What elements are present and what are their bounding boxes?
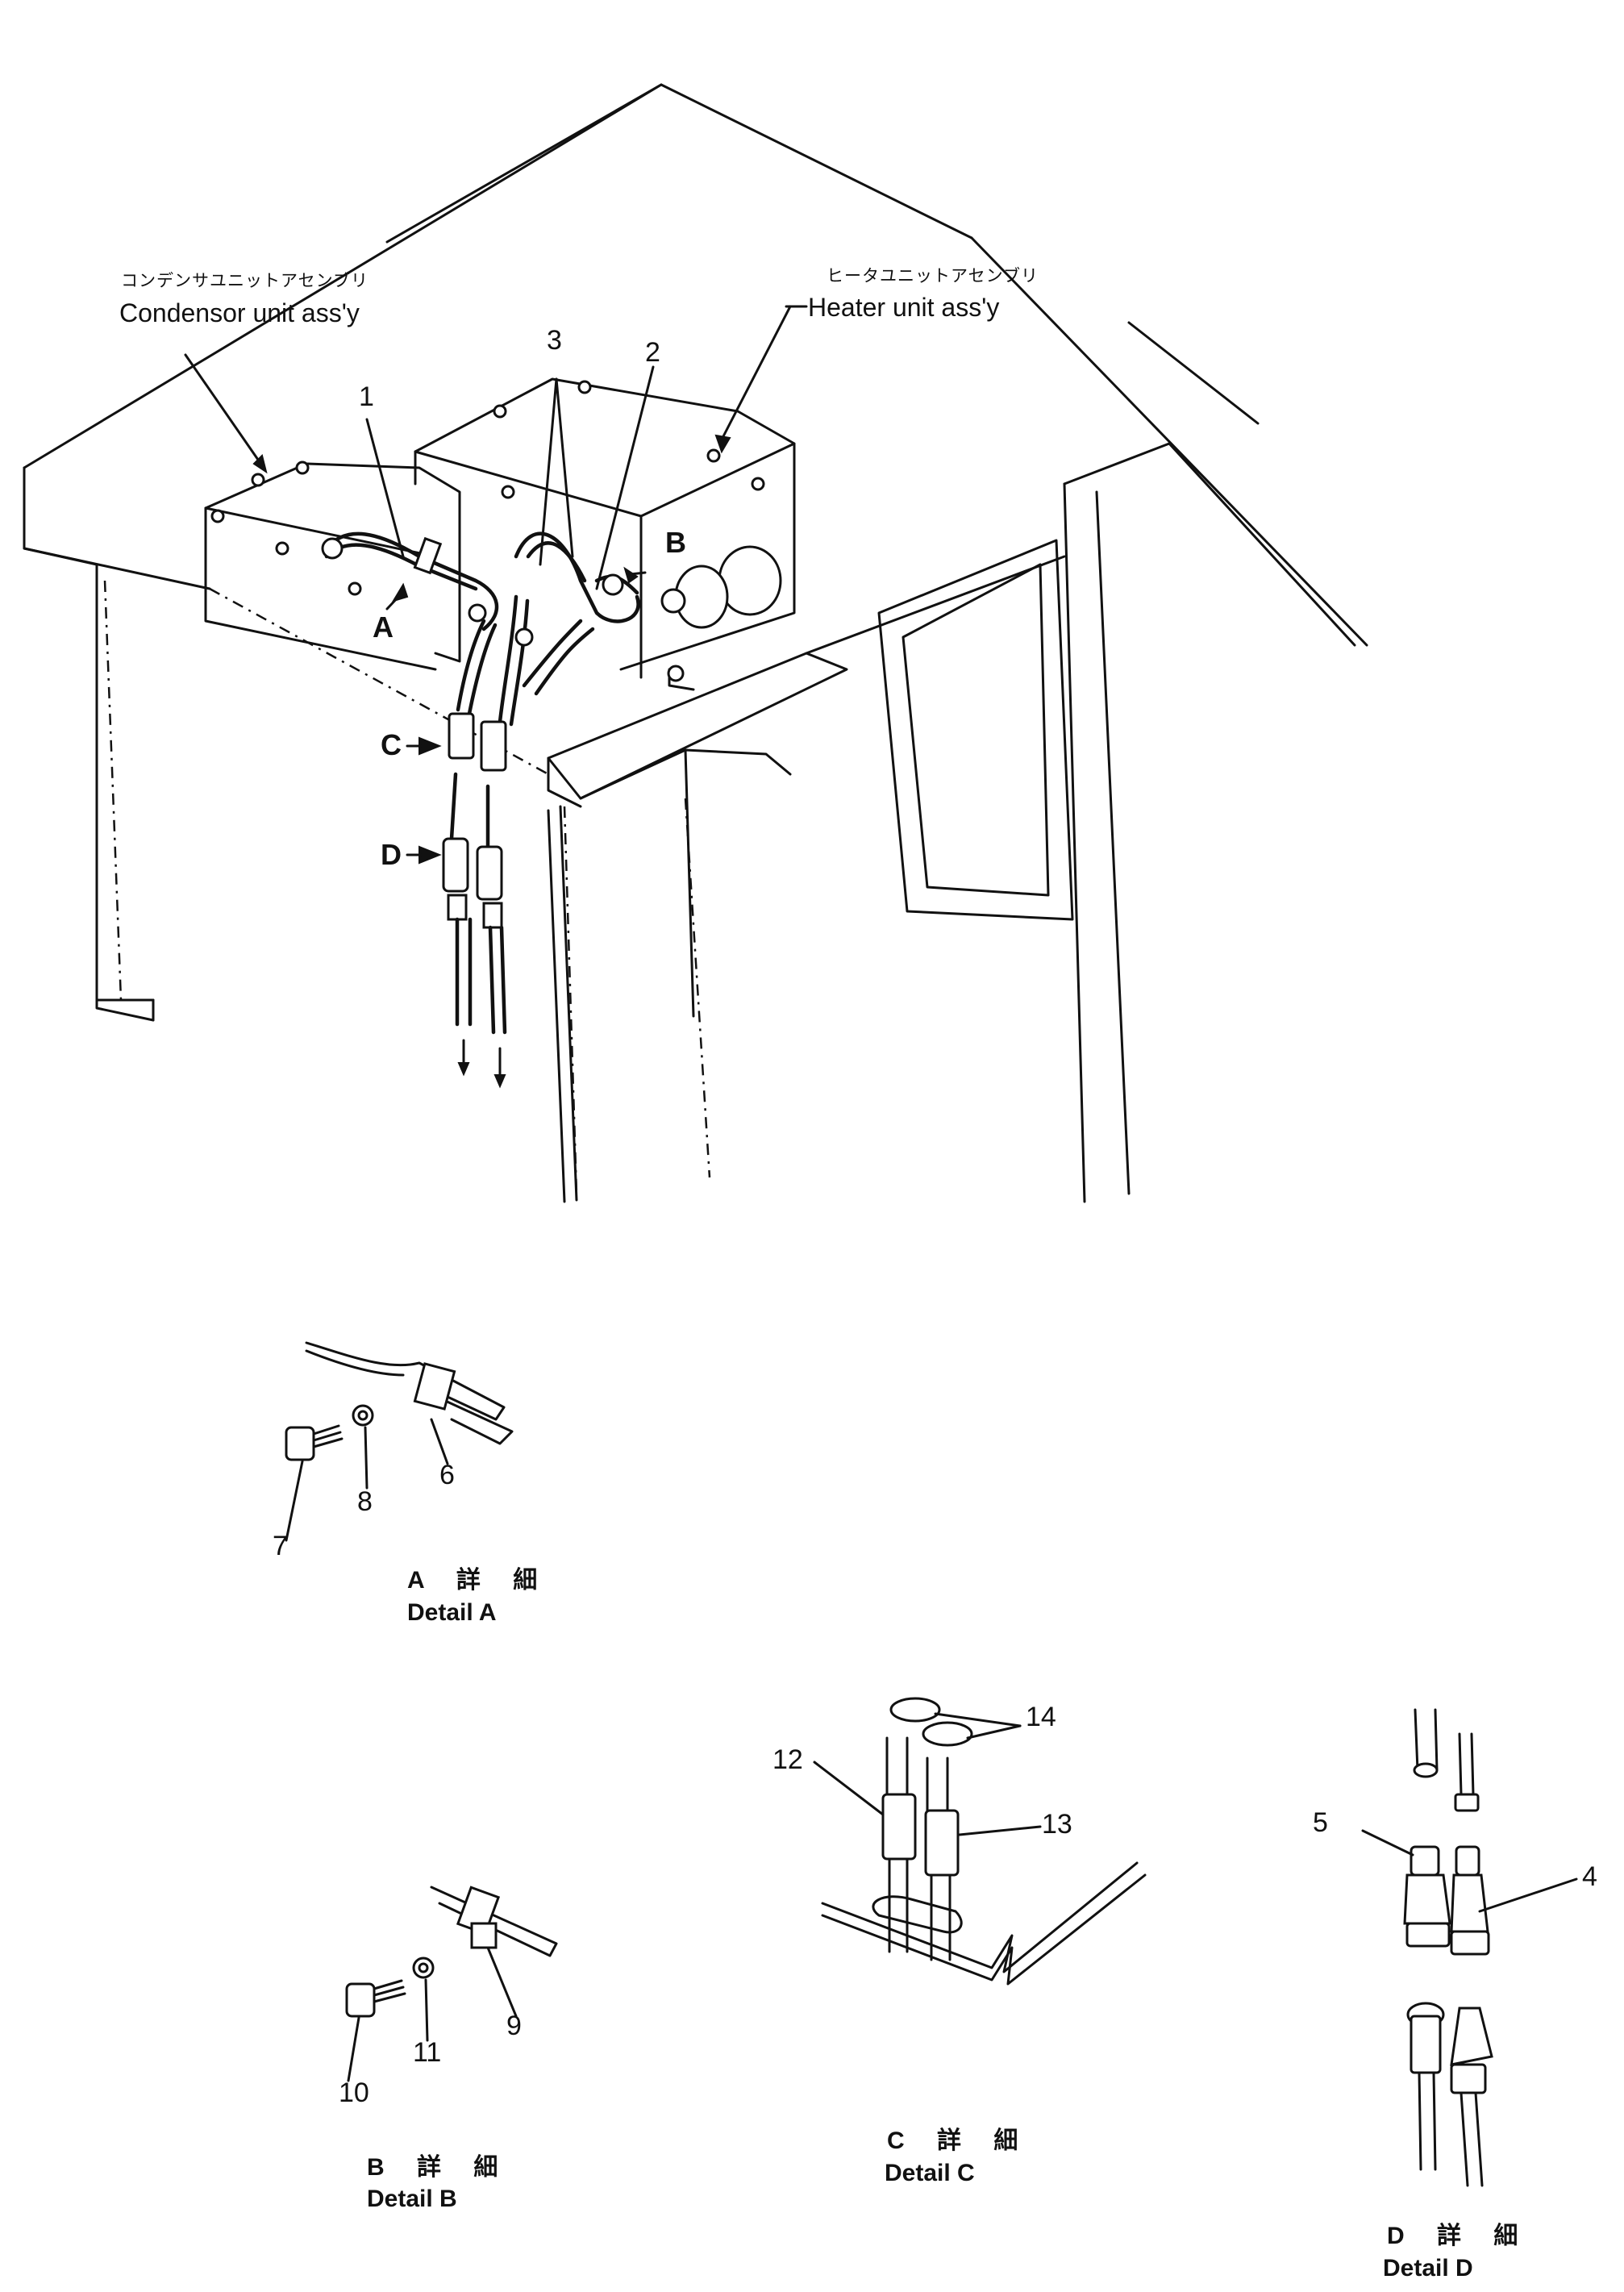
heater-label-jp: ヒータユニットアセンブリ: [827, 267, 1039, 285]
condensor-label-en: Condensor unit ass'y: [119, 298, 360, 327]
detail-b-drawing: [345, 1886, 558, 2082]
heater-unit-drawing: [414, 377, 796, 691]
detail-a-caption-jp: A 詳 細: [407, 1567, 551, 1594]
part-number-7: 7: [273, 1531, 288, 1561]
detail-b-caption-en: Detail B: [367, 2186, 457, 2212]
part-number-9: 9: [506, 2011, 522, 2041]
part-number-14: 14: [1026, 1702, 1056, 1732]
part-number-11: 11: [413, 2037, 442, 2068]
detail-c-caption-en: Detail C: [885, 2160, 975, 2186]
detail-c-drawing: [813, 1697, 1147, 1986]
detail-c-caption-jp: C 詳 細: [887, 2127, 1031, 2154]
heater-label-en: Heater unit ass'y: [808, 293, 1000, 322]
detail-a-caption-en: Detail A: [407, 1599, 497, 1626]
view-letter-d: D: [381, 838, 402, 871]
hose-assembly: [321, 531, 686, 1089]
view-letter-b: B: [665, 526, 686, 559]
part-number-13: 13: [1042, 1809, 1072, 1840]
main-leaders: [184, 305, 808, 865]
detail-d-drawing: [1361, 1708, 1578, 2187]
part-number-5: 5: [1313, 1807, 1328, 1838]
part-number-12: 12: [772, 1744, 803, 1775]
cab-roof-outline: [23, 83, 1368, 1203]
part-number-6: 6: [439, 1460, 455, 1490]
view-letter-c: C: [381, 728, 402, 761]
part-number-4: 4: [1582, 1861, 1597, 1892]
part-number-8: 8: [357, 1486, 373, 1517]
condensor-label-jp: コンデンサユニットアセンブリ: [121, 272, 369, 290]
view-letter-a: A: [373, 611, 394, 644]
part-number-2: 2: [645, 337, 660, 368]
detail-a-drawing: [285, 1341, 514, 1542]
part-number-3: 3: [547, 325, 562, 356]
condensor-unit-drawing: [204, 460, 461, 671]
part-number-1: 1: [359, 381, 374, 412]
detail-d-caption-jp: D 詳 細: [1387, 2223, 1531, 2249]
detail-d-caption-en: Detail D: [1383, 2255, 1473, 2282]
detail-b-caption-jp: B 詳 細: [367, 2154, 511, 2181]
part-number-10: 10: [339, 2077, 369, 2108]
